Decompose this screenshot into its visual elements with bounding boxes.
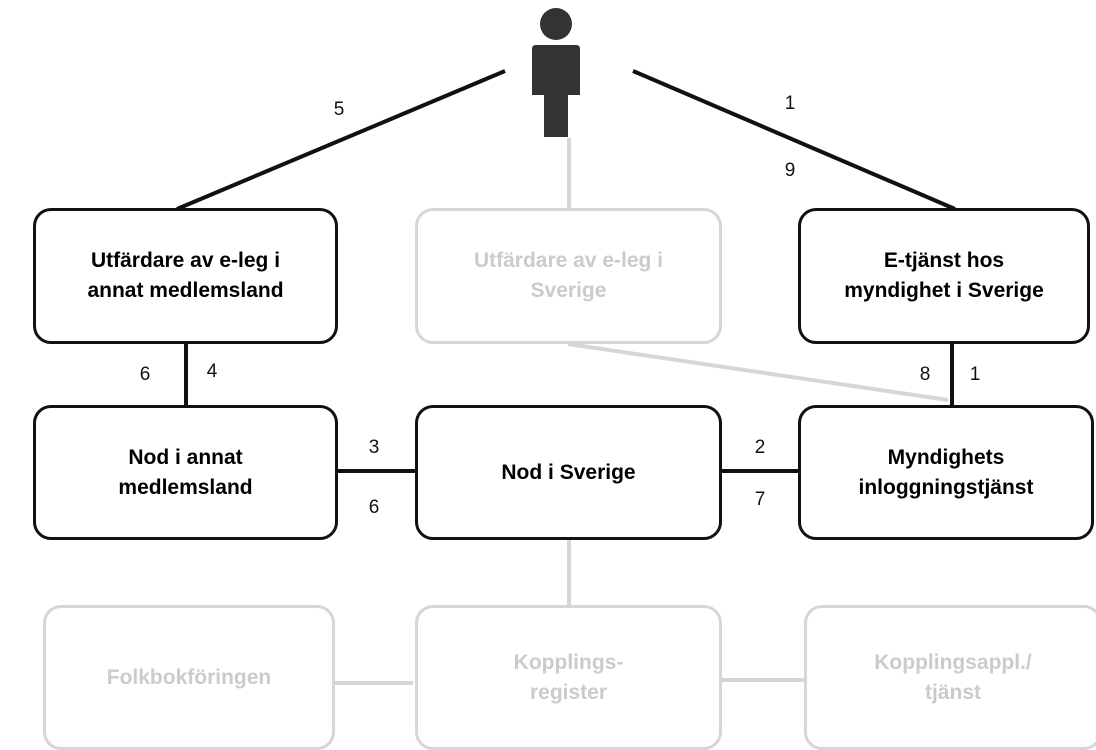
node-kopplingsregister-label: Kopplings- register — [513, 650, 624, 704]
node-sweden-label: Nod i Sverige — [501, 460, 636, 484]
step-label: 4 — [206, 361, 218, 382]
node-issuer-sweden: Utfärdare av e-leg i Sverige — [415, 208, 722, 344]
step-label: 3 — [368, 437, 380, 458]
step-label: 1 — [784, 93, 796, 114]
node-folkbokforingen: Folkbokföringen — [43, 605, 335, 750]
node-kopplingsregister: Kopplings- register — [415, 605, 722, 750]
step-label: 6 — [139, 364, 151, 385]
person-icon — [532, 8, 580, 137]
node-issuer-sweden-label: Utfärdare av e-leg i Sverige — [473, 249, 664, 302]
step-label: 1 — [969, 364, 981, 385]
node-other-label: Nod i annat medlemsland — [118, 445, 253, 499]
node-sweden: Nod i Sverige — [415, 405, 722, 540]
node-eservice-sweden: E-tjänst hos myndighet i Sverige — [798, 208, 1090, 344]
node-other-member-state: Nod i annat medlemsland — [33, 405, 338, 540]
node-folkbokforingen-label: Folkbokföringen — [106, 665, 272, 689]
edge-issuer-sweden-login — [567, 342, 949, 402]
node-login-service: Myndighets inloggningstjänst — [798, 405, 1094, 540]
step-label: 6 — [368, 497, 380, 518]
step-label: 9 — [784, 160, 796, 181]
node-kopplingsappl: Kopplingsappl./ tjänst — [804, 605, 1096, 750]
node-issuer-other-member-state: Utfärdare av e-leg i annat medlemsland — [33, 208, 338, 344]
node-kopplingsappl-label: Kopplingsappl./ tjänst — [874, 650, 1032, 704]
edge-person-issuer-other — [176, 69, 506, 211]
step-label: 7 — [754, 489, 766, 510]
step-label: 5 — [333, 99, 345, 120]
step-label: 2 — [754, 437, 766, 458]
node-eservice-label: E-tjänst hos myndighet i Sverige — [844, 249, 1044, 302]
step-label: 8 — [919, 364, 931, 385]
edge-person-eservice — [632, 69, 956, 211]
node-login-service-label: Myndighets inloggningstjänst — [858, 445, 1034, 499]
node-issuer-other-label: Utfärdare av e-leg i annat medlemsland — [87, 249, 284, 302]
